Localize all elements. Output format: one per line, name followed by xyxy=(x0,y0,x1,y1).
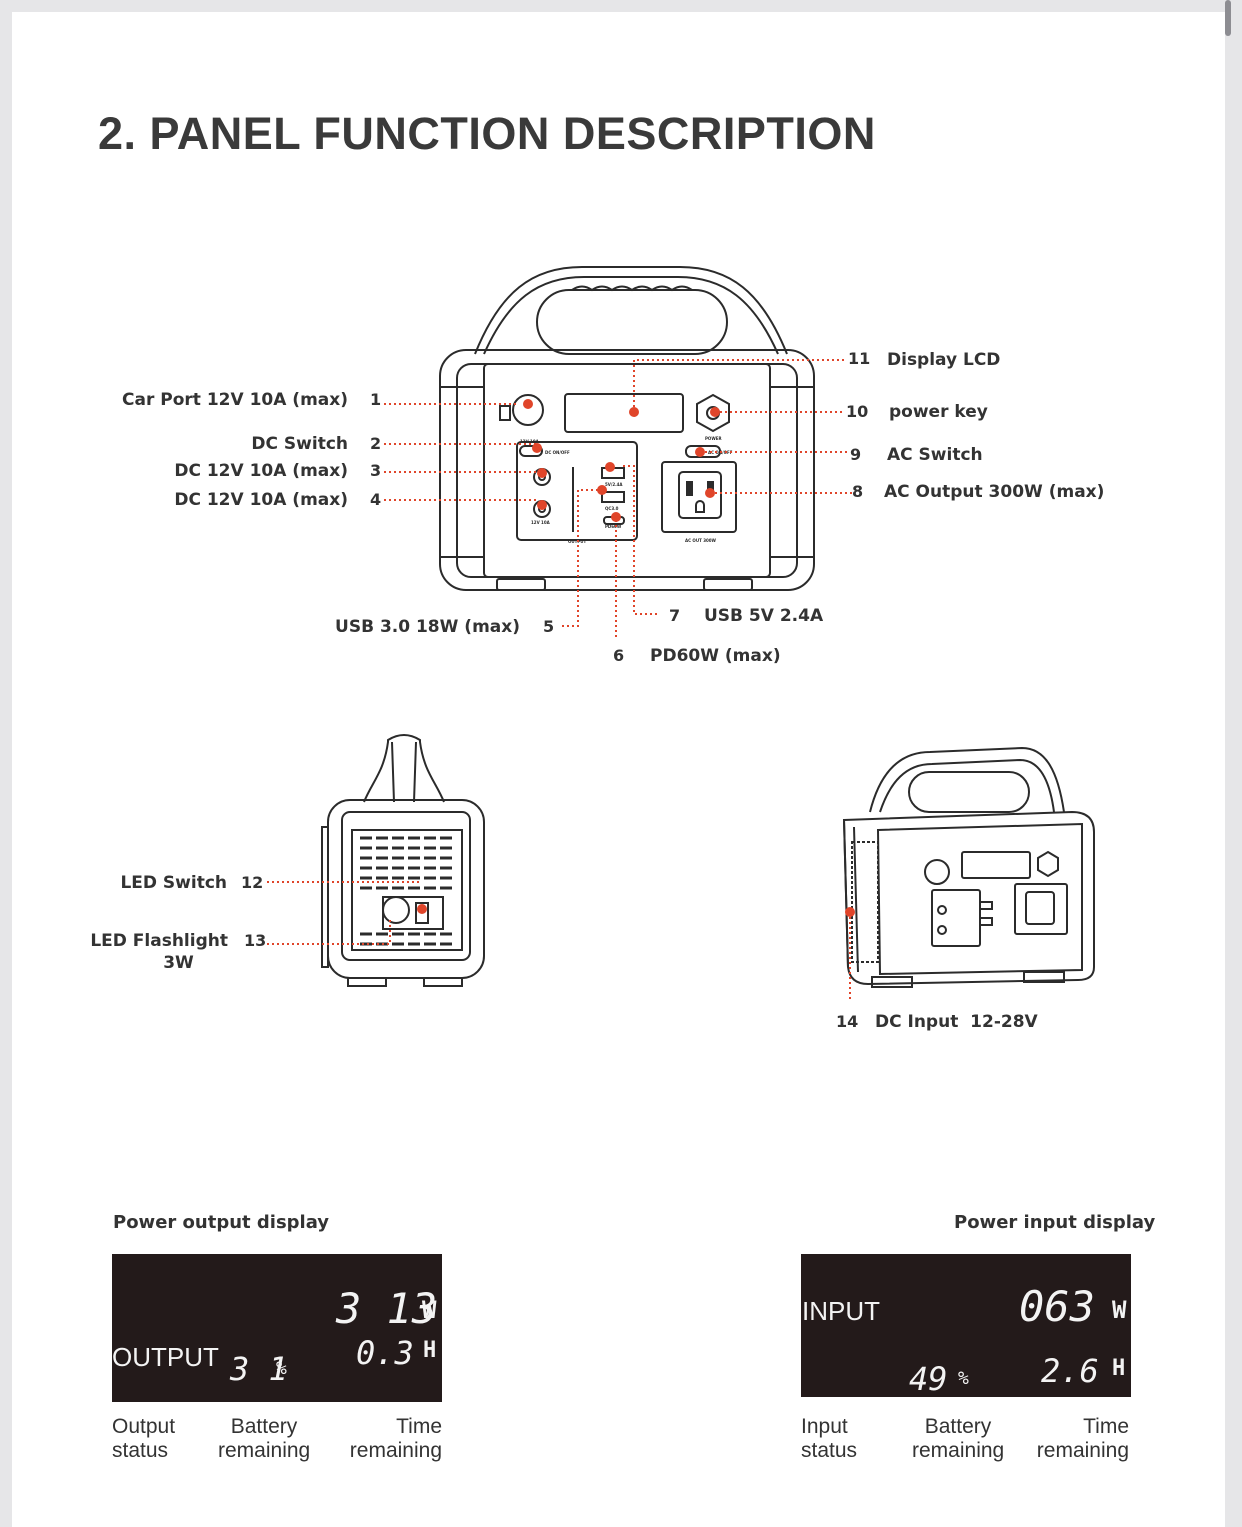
callout-1-number: 1 xyxy=(370,390,382,409)
caption-line: Battery xyxy=(230,1415,298,1438)
callout-5-number: 5 xyxy=(543,617,555,636)
input-watts: 063 xyxy=(1019,1282,1095,1331)
callout-12-number: 12 xyxy=(241,873,264,892)
callout-5-label: USB 3.0 18W (max) xyxy=(335,617,520,637)
output-watt-unit: W xyxy=(422,1296,437,1324)
callout-13-number: 13 xyxy=(244,931,267,950)
callout-3-label: DC 12V 10A (max) xyxy=(174,461,348,481)
ac-panel xyxy=(661,461,737,533)
callout-1-label: Car Port 12V 10A (max) xyxy=(122,390,348,410)
output-battery-value: 3 1 xyxy=(230,1350,288,1388)
input-status-word: INPUT xyxy=(802,1296,880,1326)
input-hours: 2.6 xyxy=(1041,1352,1099,1390)
mark-qc: QC3.0 xyxy=(605,506,619,511)
callout-11-label: Display LCD xyxy=(887,350,1001,370)
callout-6-label: PD60W (max) xyxy=(650,646,781,666)
callout-13-label: LED Flashlight xyxy=(90,931,228,951)
callout-11-number: 11 xyxy=(848,349,871,368)
output-hours: 0.3 xyxy=(356,1334,414,1372)
callout-9-label: AC Switch xyxy=(887,445,983,465)
callout-10-label: power key xyxy=(889,402,988,422)
callout-9-number: 9 xyxy=(850,445,862,464)
caption-line: Time xyxy=(396,1415,442,1438)
callout-10-number: 10 xyxy=(846,402,869,421)
output-watts: 3 13 xyxy=(336,1284,438,1333)
output-caption-status: Output status xyxy=(112,1415,175,1463)
input-caption-status: Input status xyxy=(801,1415,857,1463)
callout-6-number: 6 xyxy=(613,646,625,665)
callout-14-number: 14 xyxy=(836,1012,859,1031)
output-percent-sign: % xyxy=(276,1358,287,1379)
page-title: 2. PANEL FUNCTION DESCRIPTION xyxy=(98,108,876,159)
car-port xyxy=(512,394,544,426)
ac-outlet xyxy=(678,471,722,519)
output-lcd: OUTPUT 3 1 % 3 13 W 0.3 H xyxy=(112,1254,442,1402)
input-lcd: INPUT 49 % 063 W 2.6 H xyxy=(801,1254,1131,1397)
callout-4-number: 4 xyxy=(370,490,382,509)
output-display-title: Power output display xyxy=(113,1212,330,1233)
callout-12-label: LED Switch xyxy=(120,873,227,893)
callout-7-number: 7 xyxy=(669,606,681,625)
callout-2-number: 2 xyxy=(370,434,382,453)
mark-ac-out: AC OUT 300W xyxy=(685,538,717,543)
manual-page: 2. PANEL FUNCTION DESCRIPTION xyxy=(12,12,1225,1527)
callout-3-number: 3 xyxy=(370,461,382,480)
caption-line: remaining xyxy=(1036,1439,1129,1462)
input-battery-value: 49 xyxy=(909,1360,948,1397)
callout-4-label: DC 12V 10A (max) xyxy=(174,490,348,510)
front-lcd xyxy=(564,393,684,433)
side-view-drawing xyxy=(321,734,485,987)
power-key xyxy=(696,393,730,433)
callout-7-label: USB 5V 2.4A xyxy=(704,606,824,626)
input-caption-time: Time remaining xyxy=(1029,1415,1129,1463)
mark-power: POWER xyxy=(705,436,722,441)
perspective-view-drawing xyxy=(842,746,1095,988)
front-body xyxy=(439,349,815,591)
callout-13-label-line2: 3W xyxy=(163,953,194,973)
leader-lines xyxy=(267,359,852,1002)
scrollbar-thumb[interactable] xyxy=(1225,0,1231,36)
handle-opening xyxy=(536,289,728,355)
output-caption-battery: Battery remaining xyxy=(218,1415,310,1463)
mark-port1: 12V 10A xyxy=(520,439,540,444)
caption-line: Input xyxy=(801,1415,848,1438)
output-status-word: OUTPUT xyxy=(112,1342,219,1372)
input-hour-unit: H xyxy=(1112,1356,1126,1381)
callout-8-number: 8 xyxy=(852,482,864,501)
caption-line: Battery xyxy=(924,1415,992,1438)
output-hour-unit: H xyxy=(423,1338,437,1363)
scrollbar[interactable] xyxy=(1225,0,1235,40)
mark-usb-a: 5V/2.4A xyxy=(605,482,623,487)
input-caption-battery: Battery remaining xyxy=(912,1415,1004,1463)
caption-line: status xyxy=(801,1439,858,1462)
caption-line: remaining xyxy=(218,1439,311,1462)
front-handle xyxy=(474,266,788,355)
caption-line: Time xyxy=(1083,1415,1129,1438)
callout-dots xyxy=(417,399,855,917)
callout-2-label: DC Switch xyxy=(251,434,348,454)
device-illustrations: 12V 10A DC ON/OFF 12V 10A 5V/2.4A QC3.0 … xyxy=(236,266,1095,1345)
output-caption-time: Time remaining xyxy=(342,1415,442,1463)
input-watt-unit: W xyxy=(1112,1296,1127,1324)
callout-14-label: DC Input 12-28V xyxy=(875,1012,1038,1032)
mark-dc-out: 12V 10A xyxy=(531,520,551,525)
persp-handle xyxy=(869,746,1065,813)
caption-line: status xyxy=(112,1439,169,1462)
caption-line: remaining xyxy=(349,1439,442,1462)
callout-8-label: AC Output 300W (max) xyxy=(884,482,1105,502)
caption-line: remaining xyxy=(912,1439,1005,1462)
mark-pd: PD60W xyxy=(605,524,622,529)
side-led xyxy=(382,896,410,924)
input-display-title: Power input display xyxy=(954,1212,1156,1233)
caption-line: Output xyxy=(112,1415,176,1438)
front-view-drawing xyxy=(439,266,815,591)
side-handle xyxy=(363,734,445,803)
input-percent-sign: % xyxy=(958,1368,969,1389)
mark-switch2: DC ON/OFF xyxy=(545,450,570,455)
